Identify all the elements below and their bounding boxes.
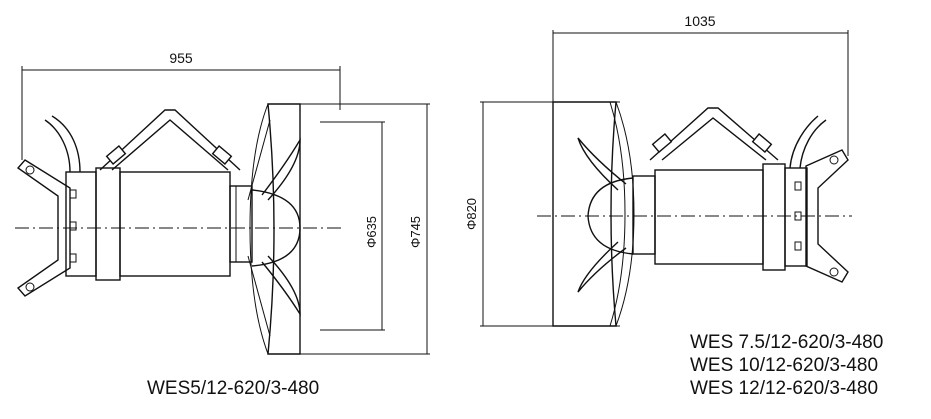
left-cable xyxy=(44,115,81,173)
right-diameter-dimension: Φ820 xyxy=(464,101,620,327)
right-model-label-2: WES 10/12-620/3-480 xyxy=(690,355,879,376)
right-mounting-bracket xyxy=(805,149,849,283)
left-length-dimension: 955 xyxy=(21,50,341,160)
right-model-label-3: WES 12/12-620/3-480 xyxy=(690,378,879,399)
right-propeller-blades xyxy=(577,137,627,293)
left-mounting-bracket xyxy=(16,159,71,297)
left-outer-diameter-label: Φ745 xyxy=(408,216,423,248)
left-lifting-bracket xyxy=(99,109,241,171)
right-mixer-drawing: 1035 Φ820 xyxy=(464,13,852,327)
right-cable xyxy=(789,115,827,169)
right-length-label: 1035 xyxy=(684,13,715,29)
left-guard-ring xyxy=(247,103,301,355)
left-model-label: WES5/12-620/3-480 xyxy=(147,378,320,399)
right-outer-diameter-label: Φ820 xyxy=(464,198,479,230)
left-inner-diameter-label: Φ635 xyxy=(364,216,379,248)
left-propeller-blades xyxy=(261,137,301,317)
left-mixer-drawing: 955 Φ635 Φ745 xyxy=(15,50,430,355)
right-motor-body xyxy=(632,163,808,271)
right-guard-ring xyxy=(552,101,635,327)
left-diameter-dimensions: Φ635 Φ745 xyxy=(300,103,430,355)
left-motor-body xyxy=(65,167,253,281)
right-length-dimension: 1035 xyxy=(552,13,849,156)
right-model-label-1: WES 7.5/12-620/3-480 xyxy=(690,332,884,353)
right-lifting-bracket xyxy=(649,107,779,161)
left-length-label: 955 xyxy=(169,50,193,66)
